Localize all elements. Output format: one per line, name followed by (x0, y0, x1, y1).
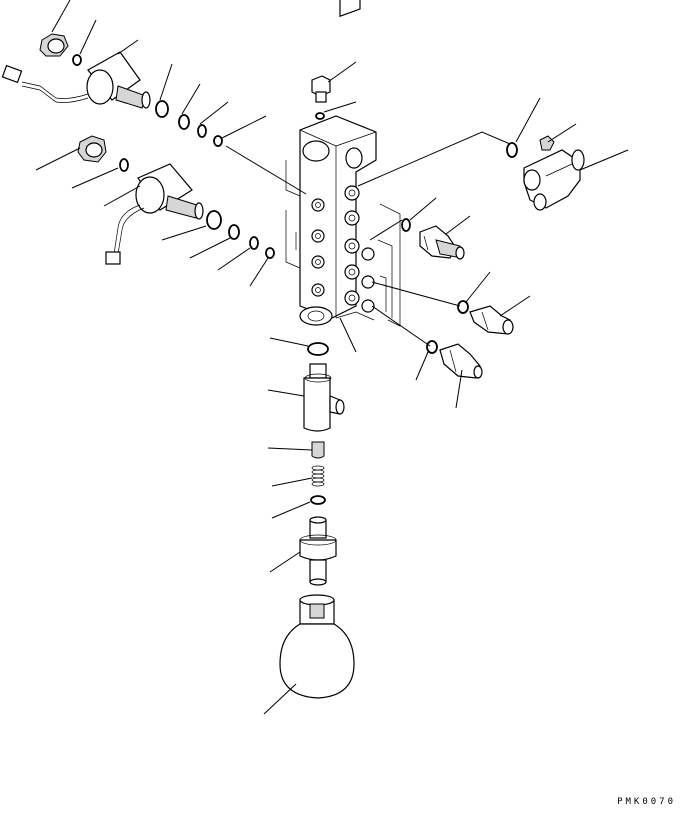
valve-body-top-block (339, 0, 361, 18)
oring-upper-2 (178, 114, 190, 130)
valve-housing (303, 363, 345, 432)
solenoid-upper-assembly (1, 33, 223, 147)
body-ports (311, 185, 375, 313)
accumulator (279, 594, 355, 699)
top-bolt (311, 75, 331, 120)
connector-fitting (299, 516, 337, 586)
oring-upper-right (506, 142, 518, 158)
wire-upper (21, 81, 89, 99)
drawing-code: PMK0070 (617, 797, 676, 807)
spool-piece (311, 441, 325, 459)
fitting-middle-right (401, 218, 465, 260)
washer-upper (72, 54, 82, 66)
lower-stack (279, 342, 355, 699)
oring-lower-3 (249, 236, 259, 250)
oring-upper-4 (213, 135, 223, 147)
fitting-lower-right-1 (457, 300, 514, 335)
oring-upper-3 (197, 124, 207, 138)
fitting-upper-right (506, 135, 585, 211)
small-bolt-upper-right (539, 135, 555, 151)
connector-lower (105, 251, 121, 265)
oring-lower-right-2 (426, 340, 438, 354)
washer-lower (119, 158, 129, 172)
oring-lower-1 (206, 210, 222, 230)
valve-body (285, 0, 401, 327)
oring-small-stack (310, 495, 326, 505)
top-washer (315, 112, 325, 120)
oring-lower-right-1 (457, 300, 469, 314)
connector-upper (1, 64, 23, 84)
oring-upper-1 (155, 100, 169, 118)
fitting-lower-right-2 (426, 340, 483, 379)
body-bottom-port (299, 306, 333, 326)
oring-middle-right (401, 218, 411, 232)
spring (311, 465, 325, 487)
oring-lower-4 (265, 247, 275, 259)
tee-fitting (523, 149, 581, 209)
oring-lower-2 (228, 224, 240, 240)
leader-lines (35, 0, 629, 715)
oring-below-body (307, 342, 329, 356)
solenoid-lower-assembly (77, 135, 275, 265)
wire-lower (113, 204, 141, 255)
